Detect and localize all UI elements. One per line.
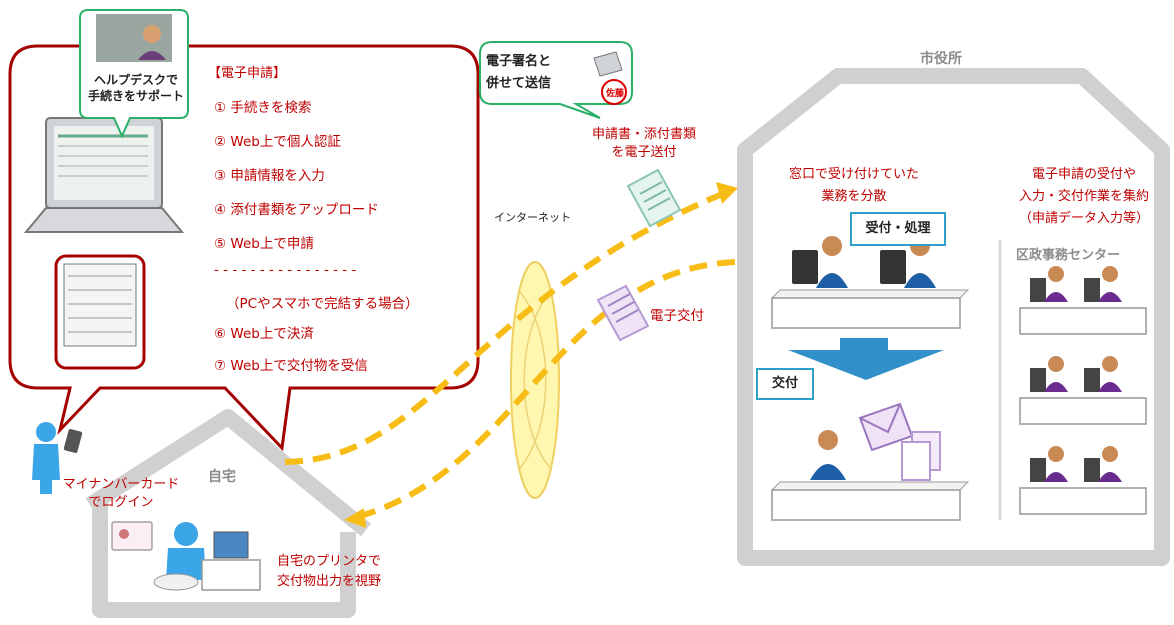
delivery-arrow	[359, 259, 736, 519]
center-title: 区政事務センター	[1016, 248, 1121, 263]
document-purple-icon	[596, 284, 650, 342]
step-1: ① 手続きを検索	[214, 100, 312, 116]
note: （PCやスマホで完結する場合）	[226, 296, 419, 312]
delivery-label: 電子交付	[650, 308, 704, 324]
signature-line1: 電子署名と	[486, 54, 552, 69]
send-docs-line1: 申請書・添付書類	[591, 127, 696, 142]
center-line1: 電子申請の受付や	[1031, 167, 1136, 182]
mynumber-label: マイナンバーカード でログイン	[62, 476, 180, 512]
reception-desk	[770, 289, 970, 329]
internet-label: インターネット	[494, 211, 571, 224]
issue-desk	[770, 481, 970, 521]
center-line3: （申請データ入力等）	[1018, 211, 1149, 226]
signature-bubble	[479, 41, 633, 119]
send-docs-line2: を電子送付	[611, 145, 677, 160]
window-line1: 窓口で受け付けていた	[788, 167, 919, 182]
step-6: ⑥ Web上で決済	[214, 326, 314, 342]
center-label: 電子申請の受付や 入力・交付作業を集約 （申請データ入力等）	[1004, 164, 1164, 230]
step-5: ⑤ Web上で申請	[214, 236, 314, 252]
flow-down-arrow	[788, 338, 944, 380]
center-desk-1	[1019, 307, 1147, 335]
mynumber-line1: マイナンバーカード	[62, 477, 180, 492]
worker-icon	[792, 236, 848, 288]
helpdesk-line2: 手続きをサポート	[87, 89, 184, 103]
window-label: 窓口で受け付けていた 業務を分散	[770, 164, 938, 208]
step-7: ⑦ Web上で交付物を受信	[214, 358, 368, 374]
laptop-icon	[23, 117, 185, 233]
mynumber-card-icon	[111, 521, 153, 551]
citizen-pc-icon	[153, 522, 261, 591]
printer-line1: 自宅のプリンタで	[276, 554, 381, 569]
stamp-icon	[601, 79, 627, 105]
helpdesk-line1: ヘルプデスクで	[93, 73, 178, 87]
step-2: ② Web上で個人認証	[214, 134, 341, 150]
citizen-phone-icon	[32, 422, 83, 494]
documents-stack-icon	[901, 431, 941, 481]
send-docs-label: 申請書・添付書類 を電子送付	[588, 126, 700, 162]
mynumber-line2: でログイン	[88, 495, 154, 510]
city-hall-title: 市役所	[920, 51, 962, 67]
city-hall-outline	[737, 68, 1170, 566]
issue-callout: 交付	[756, 368, 814, 400]
center-line2: 入力・交付作業を集約	[1018, 189, 1149, 204]
envelope-icon	[858, 402, 914, 452]
home-outline	[85, 409, 372, 618]
signature-line2: 併せて送信	[486, 76, 552, 91]
document-green-icon	[626, 168, 682, 228]
operator-icons	[1030, 266, 1122, 482]
upload-arrow	[284, 192, 722, 465]
center-desk-2	[1019, 397, 1147, 425]
step-3: ③ 申請情報を入力	[214, 168, 325, 184]
window-line2: 業務を分散	[821, 189, 887, 204]
center-desk-3	[1019, 487, 1147, 515]
reception-callout: 受付・処理	[850, 212, 946, 246]
worker-icon	[810, 430, 846, 480]
step-4: ④ 添付書類をアップロード	[214, 202, 379, 218]
printer-label: 自宅のプリンタで 交付物出力を視野	[270, 552, 388, 592]
signature-label: 電子署名と 併せて送信	[486, 54, 551, 92]
helpdesk-label: ヘルプデスクで 手続きをサポート	[84, 72, 188, 104]
divider-line: - - - - - - - - - - - - - - - -	[214, 262, 357, 278]
stamp-text: 佐藤	[605, 89, 624, 99]
home-title: 自宅	[208, 469, 236, 485]
application-steps: ① 手続きを検索 ② Web上で個人認証 ③ 申請情報を入力 ④ 添付書類をアッ…	[214, 96, 464, 376]
printer-line2: 交付物出力を視野	[276, 574, 381, 589]
pen-icon	[593, 51, 623, 77]
smartphone-icon	[54, 254, 146, 370]
application-title: 【電子申請】	[208, 66, 287, 81]
